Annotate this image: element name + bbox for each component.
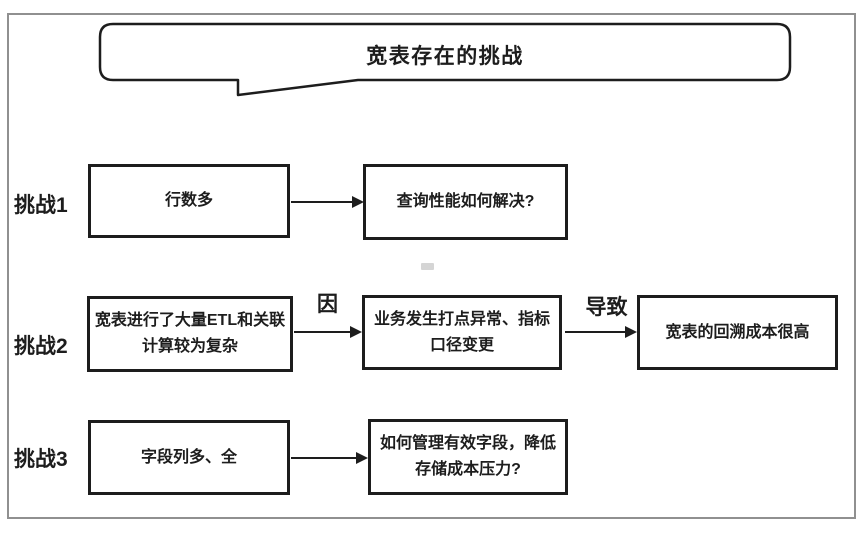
node-query-performance: 查询性能如何解决? — [363, 164, 568, 240]
diagram-title: 宽表存在的挑战 — [366, 45, 524, 68]
faint-artifact — [421, 263, 434, 270]
node-storage-cost: 如何管理有效字段，降低 存储成本压力? — [368, 419, 568, 495]
row-label-challenge-2: 挑战2 — [14, 335, 68, 358]
arrow-row3 — [291, 452, 368, 464]
arrow-label-leads-to: 导致 — [585, 296, 628, 319]
node-many-columns: 字段列多、全 — [88, 420, 290, 495]
node-etl-complexity: 宽表进行了大量ETL和关联 计算较为复杂 — [87, 296, 293, 372]
node-backfill-cost: 宽表的回溯成本很高 — [637, 295, 838, 370]
row-label-challenge-1: 挑战1 — [14, 194, 68, 217]
arrow-row2-left — [294, 326, 362, 338]
arrow-row1 — [291, 196, 364, 208]
row-label-challenge-3: 挑战3 — [14, 448, 68, 471]
arrow-label-because: 因 — [317, 293, 338, 316]
node-tracking-anomaly: 业务发生打点异常、指标 口径变更 — [362, 295, 562, 370]
arrow-row2-right — [565, 326, 637, 338]
node-many-rows: 行数多 — [88, 164, 290, 238]
